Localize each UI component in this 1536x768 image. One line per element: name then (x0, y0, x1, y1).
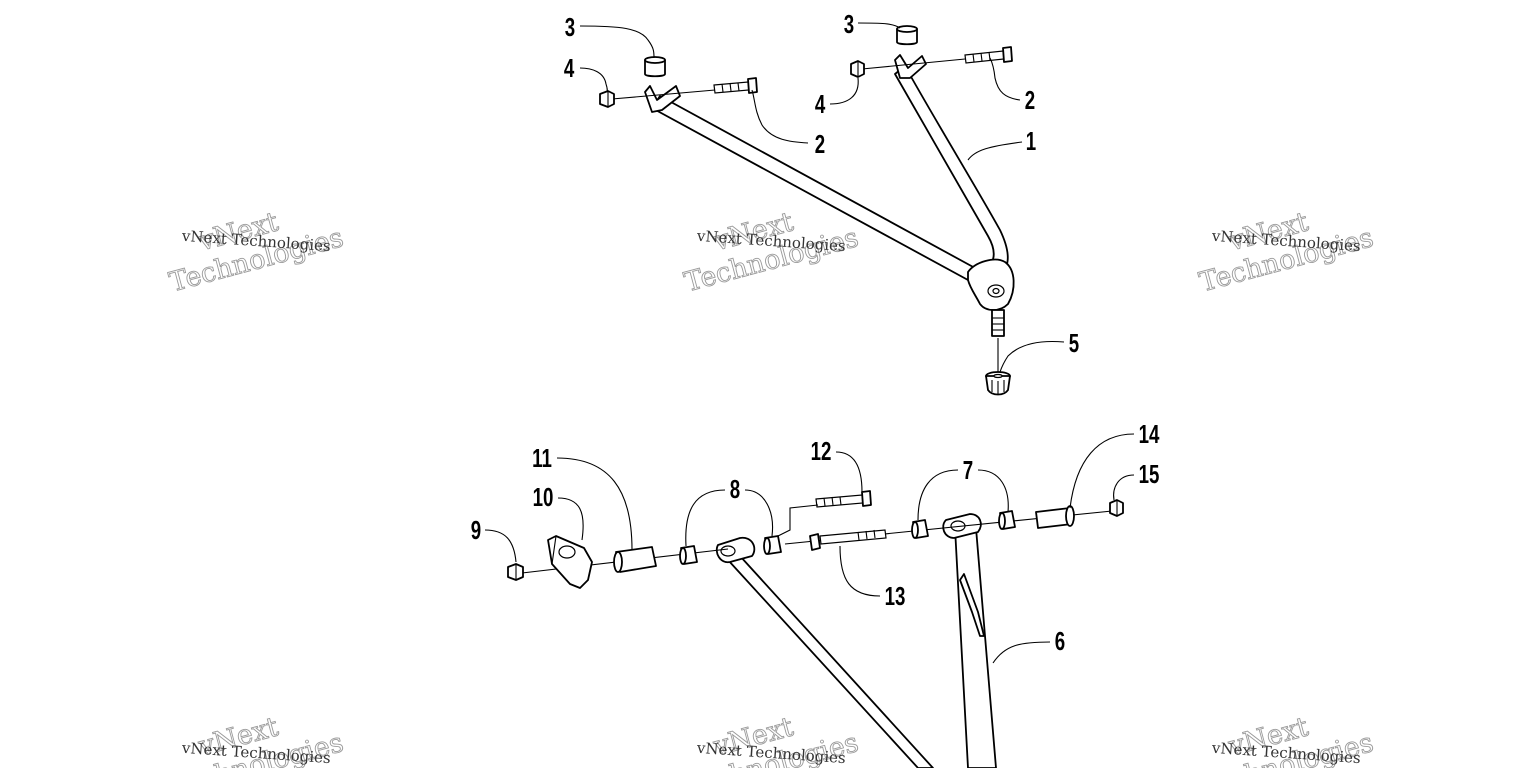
leader-13 (839, 545, 881, 597)
ball-joint-center (992, 287, 1000, 295)
watermark-4: vNext Technologies (166, 711, 348, 768)
leader-2a (751, 89, 809, 144)
nut-4-right (850, 60, 865, 78)
nut-4-left (599, 90, 615, 108)
upper-left-bracket (644, 85, 681, 113)
leader-4b (829, 77, 859, 105)
sleeve-14 (1035, 505, 1075, 529)
upper-right-bracket (894, 54, 927, 79)
leader-8-bolt-link (777, 504, 819, 537)
callout-2a: 2 (815, 129, 825, 159)
bolt-2-left (713, 77, 758, 94)
leader-6 (992, 641, 1051, 664)
sleeve-11 (613, 546, 657, 573)
castle-nut-5 (985, 371, 1011, 396)
leader-5 (999, 340, 1065, 373)
leader-2b (989, 57, 1021, 101)
nut-9 (507, 563, 524, 581)
bushing-3-left (644, 56, 666, 78)
callout-12: 12 (811, 436, 832, 466)
callout-11: 11 (532, 443, 552, 473)
upper-left-axis (611, 89, 716, 100)
callout-10: 10 (533, 482, 554, 512)
leader-lines (484, 22, 1135, 664)
watermark-group: vNext Technologies vNext Technologies vN… (166, 206, 1378, 768)
leader-7b (977, 469, 1009, 513)
leader-7a (917, 469, 959, 521)
callout-3b: 3 (844, 9, 854, 39)
leader-11 (556, 457, 633, 551)
callout-9: 9 (471, 515, 481, 545)
callout-2b: 2 (1025, 85, 1035, 115)
upper-right-axis (861, 58, 966, 70)
leader-1 (967, 141, 1023, 161)
upper-a-arm (644, 54, 1015, 337)
leader-12 (835, 451, 863, 493)
callout-15: 15 (1139, 459, 1160, 489)
bushing-8-right (763, 535, 782, 555)
bushing-7-right (998, 510, 1016, 530)
shock-mount-tab (959, 573, 985, 637)
leader-8a (685, 489, 726, 547)
bolt-13 (809, 529, 887, 551)
leader-4a (579, 67, 608, 93)
leader-10 (557, 497, 584, 541)
callout-14: 14 (1139, 419, 1160, 449)
leader-8b (744, 489, 774, 537)
leader-14 (1069, 433, 1135, 509)
bracket-10 (547, 535, 593, 589)
callout-5: 5 (1069, 328, 1079, 358)
callout-labels: 1 2 2 3 3 4 4 5 6 7 8 9 10 11 12 13 14 1… (471, 9, 1160, 656)
bolt-12 (815, 490, 872, 508)
callout-4a: 4 (564, 53, 575, 83)
callout-4b: 4 (815, 89, 826, 119)
ball-joint-stud (991, 309, 1005, 337)
callout-6: 6 (1055, 626, 1065, 656)
leader-3a (579, 25, 655, 59)
ball-joint-housing (967, 258, 1015, 311)
bolt-2-right (964, 46, 1013, 64)
callout-1: 1 (1026, 126, 1036, 156)
leader-3b (857, 22, 901, 29)
callout-8: 8 (730, 474, 740, 504)
bushing-8-left (679, 545, 698, 565)
bushing-7-left (911, 519, 929, 539)
nut-15 (1109, 499, 1124, 517)
leader-15 (1113, 474, 1135, 501)
leader-9 (484, 529, 517, 563)
callout-13: 13 (885, 581, 906, 611)
lower-arm-right-tube (954, 527, 997, 768)
callout-7: 7 (963, 455, 973, 485)
callout-3a: 3 (565, 12, 575, 42)
bushing-3-right (896, 25, 918, 46)
